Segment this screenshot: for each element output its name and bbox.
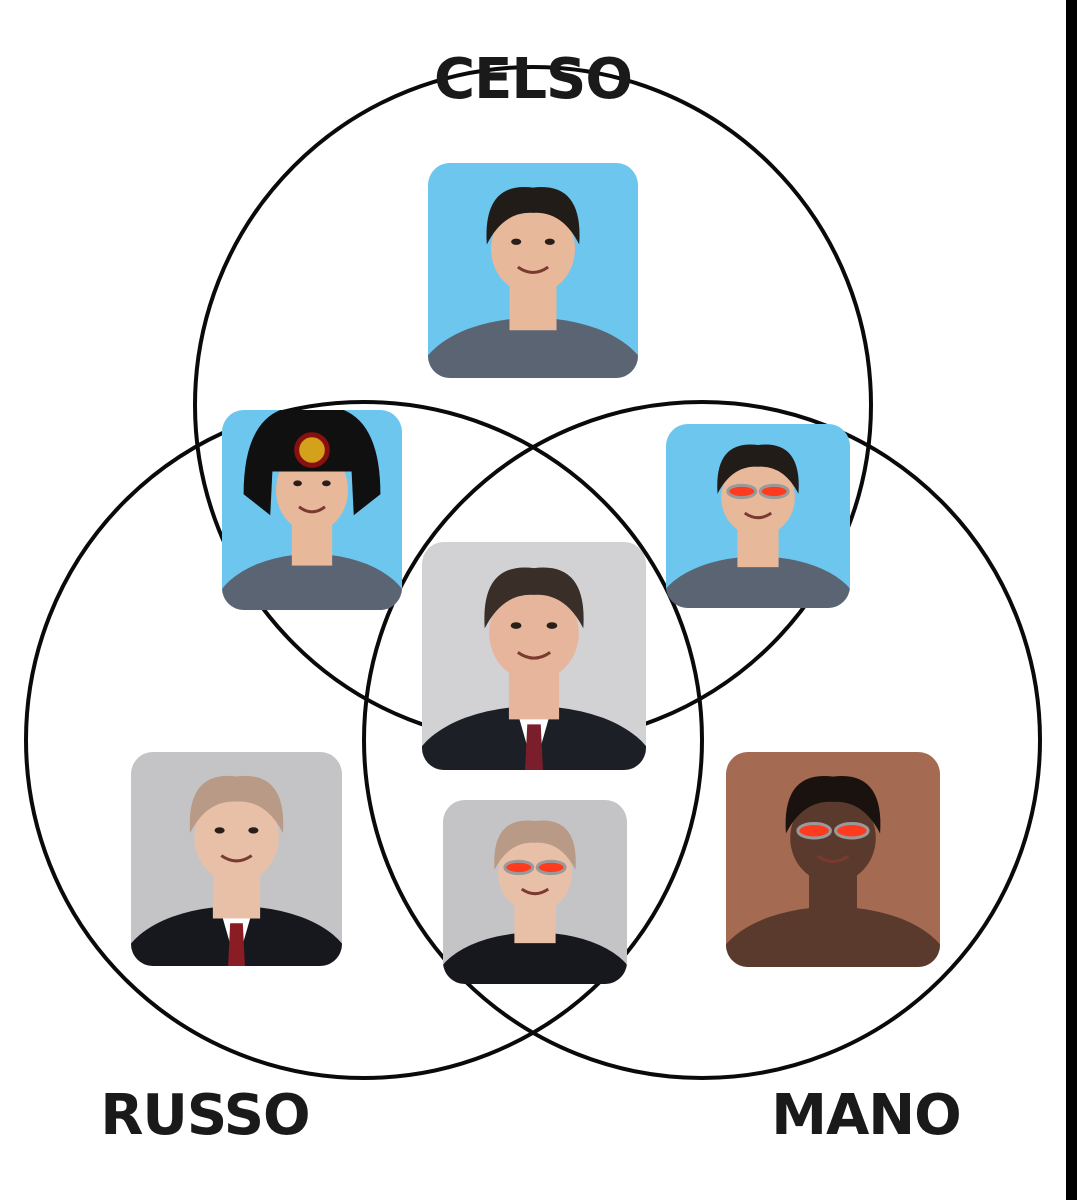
shoulders xyxy=(131,906,342,966)
left-eye xyxy=(293,480,302,487)
celso-red-sunglasses-portrait-photo xyxy=(666,424,850,608)
left-eye xyxy=(214,827,225,834)
shoulders xyxy=(726,906,940,967)
face xyxy=(194,792,279,883)
mouth xyxy=(520,887,550,896)
mano-circle xyxy=(362,400,1042,1080)
photo-tiles xyxy=(131,163,940,984)
mouth xyxy=(517,265,549,274)
hair xyxy=(486,187,580,245)
sunglasses-left-lens xyxy=(726,483,758,500)
shoulders xyxy=(222,554,402,610)
mouth xyxy=(220,854,253,863)
necktie xyxy=(525,724,543,770)
mano-sunglasses-portrait-photo xyxy=(726,752,940,967)
hair xyxy=(785,776,881,834)
left-eye xyxy=(510,622,522,629)
right-eye xyxy=(546,622,558,629)
sunglasses-right-lens xyxy=(834,822,870,840)
right-eye xyxy=(544,238,555,245)
hair xyxy=(189,775,284,834)
hat-badge xyxy=(294,432,330,468)
russo-circle xyxy=(24,400,704,1080)
hair xyxy=(484,567,584,629)
shoulders xyxy=(443,932,627,984)
sunglasses-right-lens xyxy=(758,483,790,500)
left-eye xyxy=(511,238,522,245)
celso-label: CELSO xyxy=(434,47,632,112)
mouth xyxy=(517,651,551,660)
face xyxy=(489,585,579,682)
shoulders xyxy=(428,317,638,378)
mouth xyxy=(816,854,850,863)
sunglasses-left-lens xyxy=(503,859,535,876)
sunglasses-left-lens xyxy=(796,822,832,840)
celso-portrait-photo xyxy=(428,163,638,378)
mouth xyxy=(743,511,773,520)
putin-red-sunglasses-portrait-photo xyxy=(443,800,627,984)
hair xyxy=(494,820,576,870)
necktie xyxy=(228,923,245,966)
celso-russomanno-portrait-photo xyxy=(422,542,646,770)
sunglasses-right-lens xyxy=(535,859,567,876)
mano-label: MANO xyxy=(771,1083,961,1148)
shoulders xyxy=(422,706,646,770)
mouth xyxy=(298,505,326,514)
celso-ushanka-portrait-photo xyxy=(222,410,402,610)
hair xyxy=(717,444,799,494)
russo-label: RUSSO xyxy=(100,1083,309,1148)
right-eye xyxy=(248,827,259,834)
shoulders xyxy=(666,556,850,608)
face xyxy=(721,458,795,537)
right-eye xyxy=(322,480,331,487)
face xyxy=(498,834,572,913)
face xyxy=(491,203,575,295)
face xyxy=(790,792,876,884)
putin-portrait-photo xyxy=(131,752,342,966)
